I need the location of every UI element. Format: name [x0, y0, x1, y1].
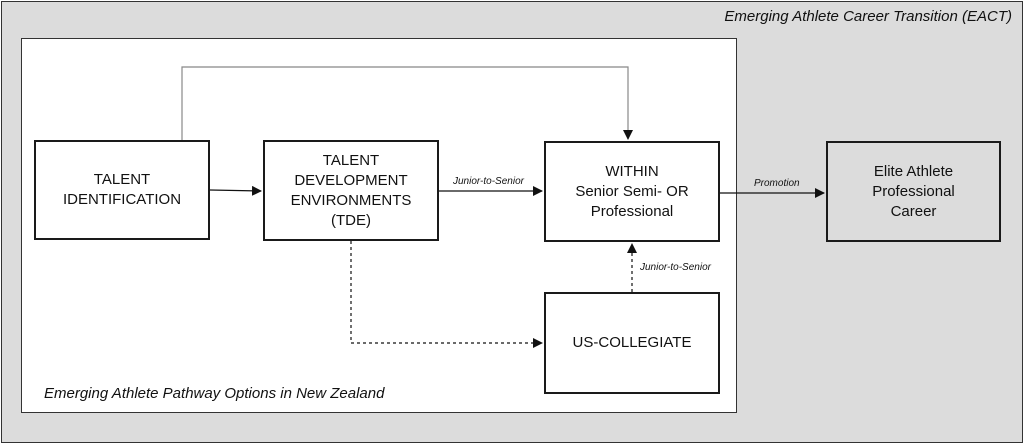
node-label-line: Professional	[590, 202, 674, 220]
edge-label-tde-to-within: Junior-to-Senior	[453, 176, 524, 187]
edge-ti-to-tde	[209, 185, 262, 196]
edge-ti-to-within	[181, 66, 633, 140]
node-label-line: Professional	[872, 182, 955, 200]
node-label-line: US-COLLEGIATE	[572, 334, 692, 351]
node-us-collegiate: US-COLLEGIATE	[544, 292, 720, 394]
eact-panel-title: Emerging Athlete Career Transition (EACT…	[724, 8, 1012, 25]
node-elite-career: Elite Athlete Professional Career	[826, 141, 1001, 242]
edge-tde-to-us	[350, 241, 543, 348]
node-label-line: Senior Semi- OR	[575, 182, 689, 200]
node-talent-identification: TALENT IDENTIFICATION	[34, 140, 210, 240]
node-label-line: DEVELOPMENT	[294, 171, 408, 189]
node-label-line: (TDE)	[331, 211, 371, 229]
node-label-line: IDENTIFICATION	[62, 191, 182, 208]
node-within-senior: WITHIN Senior Semi- OR Professional	[544, 141, 720, 242]
node-label-line: ENVIRONMENTS	[290, 191, 412, 209]
node-label-line: Career	[890, 202, 937, 220]
node-tde: TALENT DEVELOPMENT ENVIRONMENTS (TDE)	[263, 140, 439, 241]
node-label-line: WITHIN	[605, 162, 659, 180]
edge-label-within-to-elite: Promotion	[754, 178, 800, 189]
node-label-line: Elite Athlete	[873, 162, 954, 180]
edge-label-us-to-within: Junior-to-Senior	[640, 262, 711, 273]
node-label-line: TALENT	[93, 171, 151, 188]
nz-pathway-panel-title: Emerging Athlete Pathway Options in New …	[44, 385, 385, 402]
node-label-line: TALENT	[322, 151, 380, 169]
